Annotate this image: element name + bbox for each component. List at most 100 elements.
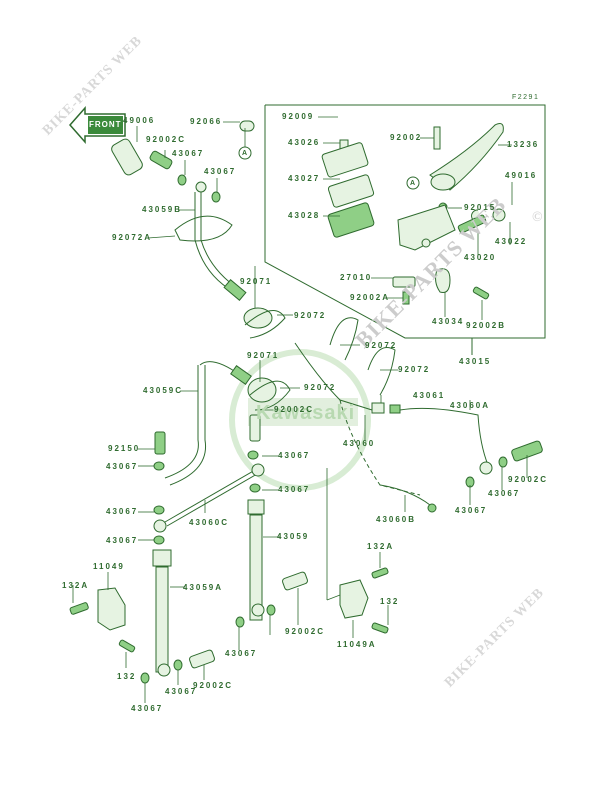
hose-fitting [223, 279, 247, 301]
hose-43059 [249, 514, 263, 621]
label-92150: 92150 [108, 444, 141, 453]
label-43059c: 43059C [143, 386, 184, 395]
label-92002a: 92002A [350, 293, 391, 302]
bracket-11049 [97, 587, 126, 631]
part-92002c-top [149, 150, 173, 170]
hose-43059b [200, 192, 241, 291]
label-43059b: 43059B [142, 205, 183, 214]
kawasaki-watermark-text: Kawasaki [256, 402, 356, 424]
leader-lines [72, 116, 528, 703]
line-43060c [164, 469, 256, 523]
part-92150 [154, 431, 166, 455]
label-43067-bottom2: 43067 [165, 687, 198, 696]
label-11049: 11049 [93, 562, 125, 571]
hose-43059a-block [152, 549, 172, 567]
label-92002c-bottom2: 92002C [193, 681, 234, 690]
part-43027 [327, 174, 375, 208]
label-43067-top1: 43067 [172, 149, 205, 158]
part-92071-upper [243, 307, 273, 329]
label-43028: 43028 [288, 211, 321, 220]
label-49016: 49016 [505, 171, 538, 180]
label-43067-mid2: 43067 [278, 485, 311, 494]
part-43028 [327, 202, 375, 238]
part-43067-washer [177, 174, 187, 186]
part-43061 [371, 402, 385, 414]
label-132-left: 132 [117, 672, 137, 681]
part-banjo-fitting [195, 181, 207, 193]
label-43022: 43022 [495, 237, 528, 246]
part-92002c-mid [249, 414, 261, 442]
label-92009: 92009 [282, 112, 315, 121]
label-43060c: 43060C [189, 518, 230, 527]
label-43059: 43059 [277, 532, 310, 541]
label-43059a: 43059A [183, 583, 224, 592]
label-43026: 43026 [288, 138, 321, 147]
label-43067-right1: 43067 [455, 506, 488, 515]
part-92002-pin [433, 126, 441, 150]
part-49006 [111, 138, 143, 176]
hose-43059-block [247, 499, 265, 515]
assembly-boundary [264, 104, 546, 339]
callout-a-right [406, 176, 420, 190]
label-43067-bottom1: 43067 [225, 649, 258, 658]
part-92002c-bottom1 [282, 571, 308, 591]
part-43026 [321, 142, 369, 178]
clamp-92072 [329, 317, 359, 361]
front-label: FRONT [89, 120, 122, 129]
part-92066 [239, 120, 255, 132]
part-49016 [492, 208, 506, 222]
kawasaki-watermark [229, 349, 371, 491]
clamp-92072 [367, 347, 396, 396]
label-11049a: 11049A [337, 640, 377, 649]
label-92072-lower: 92072 [304, 383, 337, 392]
label-43020: 43020 [464, 253, 497, 262]
label-92072-clamp1: 92072 [365, 341, 398, 350]
label-43027: 43027 [288, 174, 321, 183]
label-132a-right: 132A [367, 542, 395, 551]
label-43067-top2: 43067 [204, 167, 237, 176]
label-92071-upper: 92071 [240, 277, 273, 286]
part-92071-lower [247, 377, 277, 403]
label-92002c-bottom1: 92002C [285, 627, 326, 636]
label-92071-lower: 92071 [247, 351, 280, 360]
label-92002: 92002 [390, 133, 423, 142]
part-43020 [457, 214, 487, 234]
label-43061: 43061 [413, 391, 446, 400]
figure-code: F2291 [512, 94, 540, 101]
label-13236: 13236 [507, 140, 540, 149]
label-43067-mid1: 43067 [278, 451, 311, 460]
callout-a-right-text: A [410, 180, 416, 187]
label-92072a: 92072A [112, 233, 153, 242]
label-132a-left: 132A [62, 581, 90, 590]
label-43067-bottom3: 43067 [131, 704, 164, 713]
line-43060 [294, 342, 373, 411]
label-92002b: 92002B [466, 321, 507, 330]
clamp-92072a [174, 215, 233, 242]
label-43034: 43034 [432, 317, 465, 326]
label-43067-right2: 43067 [488, 489, 521, 498]
label-43060a: 43060A [450, 401, 491, 410]
label-92015: 92015 [464, 203, 497, 212]
part-92002c-bottom2 [189, 649, 215, 669]
part-43067-washer [211, 191, 221, 203]
label-43060: 43060 [343, 439, 376, 448]
part-13236-lever [429, 123, 504, 191]
hose-43059a [155, 566, 169, 673]
part-master-cylinder [397, 204, 456, 251]
part-27010 [392, 276, 416, 288]
label-43067-left1: 43067 [106, 462, 139, 471]
line-43060b [379, 484, 431, 506]
bracket-11049a [339, 579, 369, 619]
label-92002c-mid: 92002C [274, 405, 315, 414]
callout-a-left-text: A [242, 150, 248, 157]
label-43015: 43015 [459, 357, 492, 366]
label-92072-upper: 92072 [294, 311, 327, 320]
label-132-right: 132 [380, 597, 400, 606]
front-arrow-icon [68, 106, 126, 144]
part-92002c-right [511, 440, 543, 462]
label-92002c-top: 92002C [146, 135, 187, 144]
label-49006: 49006 [123, 116, 156, 125]
label-92002c-right: 92002C [508, 475, 549, 484]
